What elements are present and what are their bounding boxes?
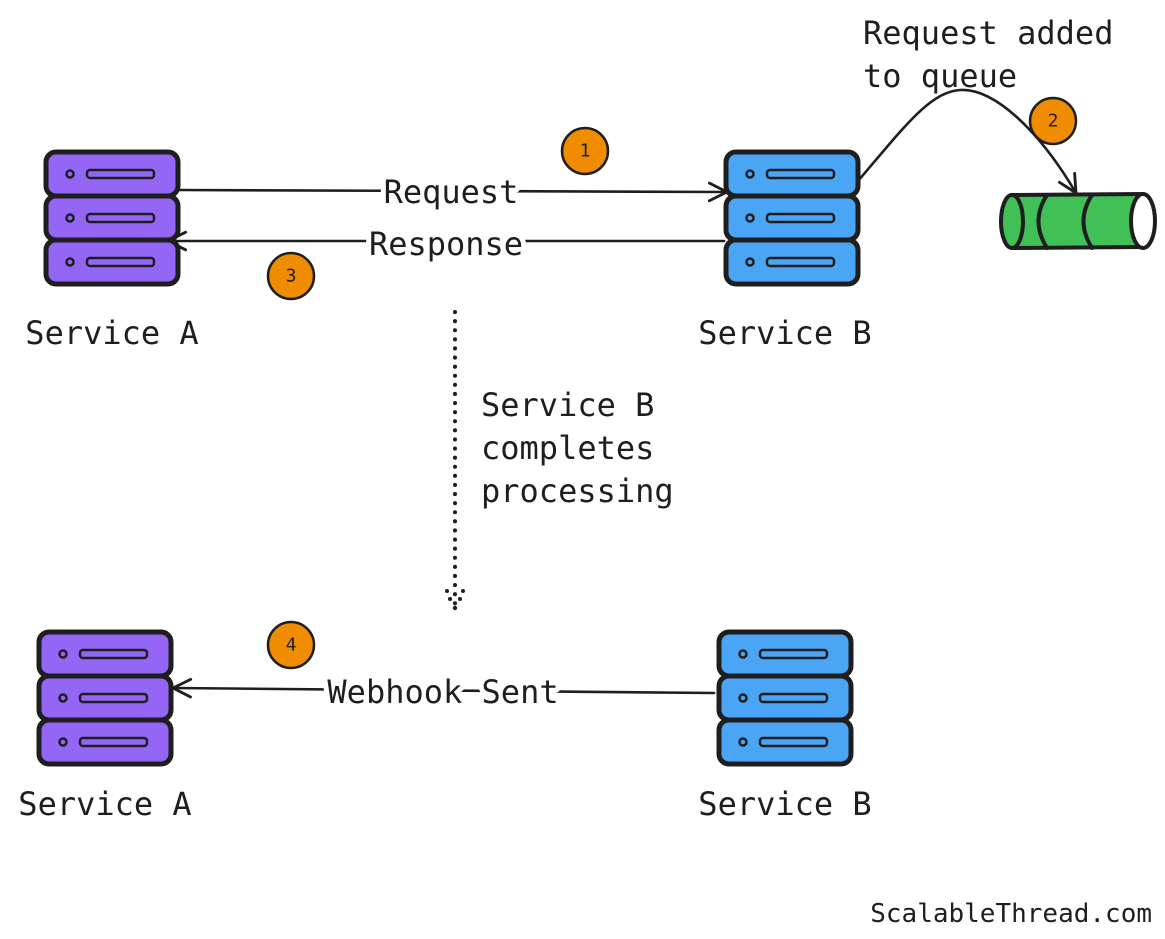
request-arrow — [176, 181, 729, 203]
queue-annotation: Request added to queue — [863, 14, 1113, 95]
top-service-b-label: Service B — [698, 314, 871, 352]
processing-arrowhead — [445, 589, 465, 611]
request-label: Request — [384, 173, 519, 211]
processing-annotation-line-2: completes — [481, 429, 654, 467]
step-badge-3-label: 3 — [286, 266, 297, 287]
queue-cylinder-icon — [999, 192, 1157, 250]
step-badge-1-label: 1 — [580, 141, 591, 162]
top-service-b-icon — [723, 149, 861, 287]
step-badge-2-label: 2 — [1048, 111, 1059, 132]
processing-annotation-line-3: processing — [481, 472, 674, 510]
processing-annotation-line-1: Service B — [481, 386, 654, 424]
webhook-arrow — [171, 677, 716, 699]
queue-annotation-line-1: Request added — [863, 14, 1113, 52]
processing-annotation: Service B completes processing — [481, 386, 674, 510]
bottom-service-b-label: Service B — [698, 785, 871, 823]
top-service-a-label: Service A — [25, 314, 198, 352]
response-label: Response — [369, 225, 523, 263]
step-badge-4: 4 — [266, 620, 316, 670]
step-badge-4-label: 4 — [286, 635, 297, 656]
step-badge-1: 1 — [560, 126, 610, 176]
bottom-service-b-icon — [716, 629, 854, 767]
step-badge-2: 2 — [1028, 96, 1078, 146]
footer-brand: ScalableThread.com — [870, 899, 1152, 929]
queue-annotation-line-2: to queue — [863, 57, 1017, 95]
step-badge-3: 3 — [266, 251, 316, 301]
queue-arrow — [856, 88, 1078, 195]
bottom-service-a-icon — [36, 629, 174, 767]
bottom-service-a-label: Service A — [18, 785, 191, 823]
webhook-label: Webhook Sent — [327, 673, 558, 711]
top-service-a-icon — [43, 149, 181, 287]
